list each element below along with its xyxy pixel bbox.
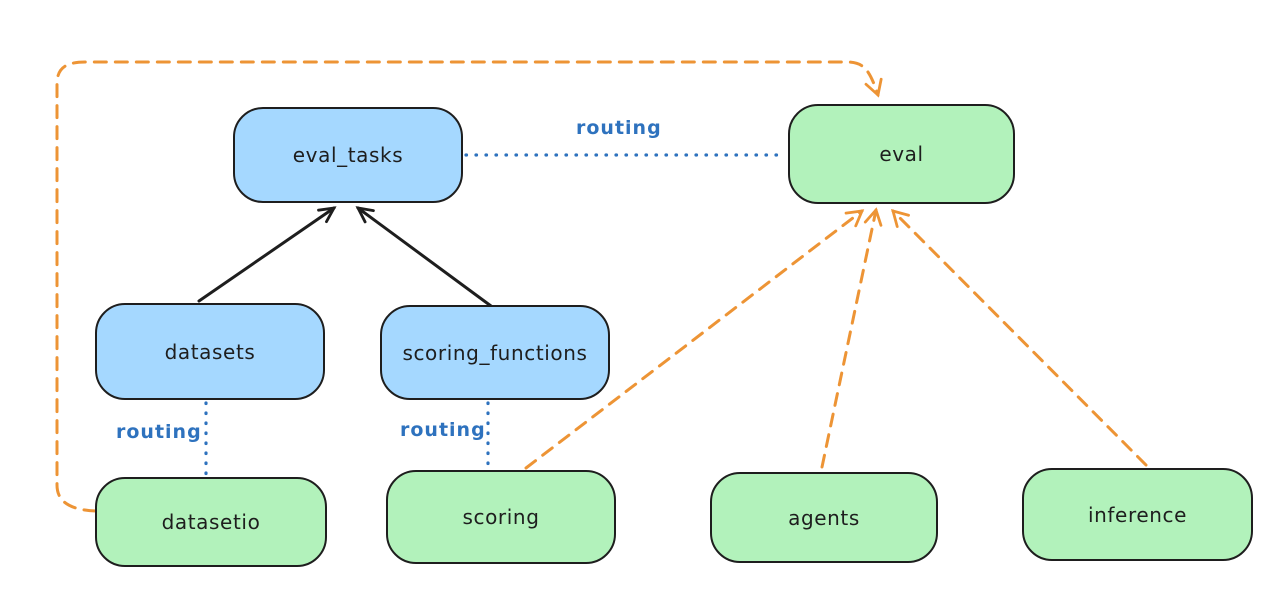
edge-datasetio-to-eval xyxy=(55,60,883,513)
node-eval-tasks-label: eval_tasks xyxy=(292,143,404,167)
edge-label-routing-scoring-functions-scoring: routing xyxy=(400,419,486,441)
node-scoring: scoring xyxy=(386,470,616,564)
node-inference: inference xyxy=(1022,468,1253,561)
edge-inference-to-eval xyxy=(891,209,1148,467)
node-scoring-functions-label: scoring_functions xyxy=(402,340,588,365)
edge-label-routing-datasets-datasetio: routing xyxy=(116,421,202,443)
node-datasets: datasets xyxy=(95,303,325,400)
node-scoring-functions: scoring_functions xyxy=(380,305,610,400)
node-scoring-label: scoring xyxy=(462,505,540,529)
edge-scoring-to-eval xyxy=(524,209,865,470)
node-datasetio-label: datasetio xyxy=(161,510,261,534)
edge-label-routing-eval-tasks-eval: routing xyxy=(576,117,662,139)
node-inference-label: inference xyxy=(1087,502,1188,527)
node-eval-tasks: eval_tasks xyxy=(233,107,463,203)
node-agents: agents xyxy=(710,472,938,563)
node-eval-label: eval xyxy=(879,142,924,166)
edge-agents-to-eval xyxy=(820,207,883,469)
edge-scoring-functions-to-eval-tasks xyxy=(355,206,493,308)
node-eval: eval xyxy=(788,104,1015,204)
edge-datasets-to-eval-tasks xyxy=(197,206,337,303)
node-datasetio: datasetio xyxy=(95,477,327,567)
node-datasets-label: datasets xyxy=(164,339,256,364)
node-agents-label: agents xyxy=(788,505,860,530)
